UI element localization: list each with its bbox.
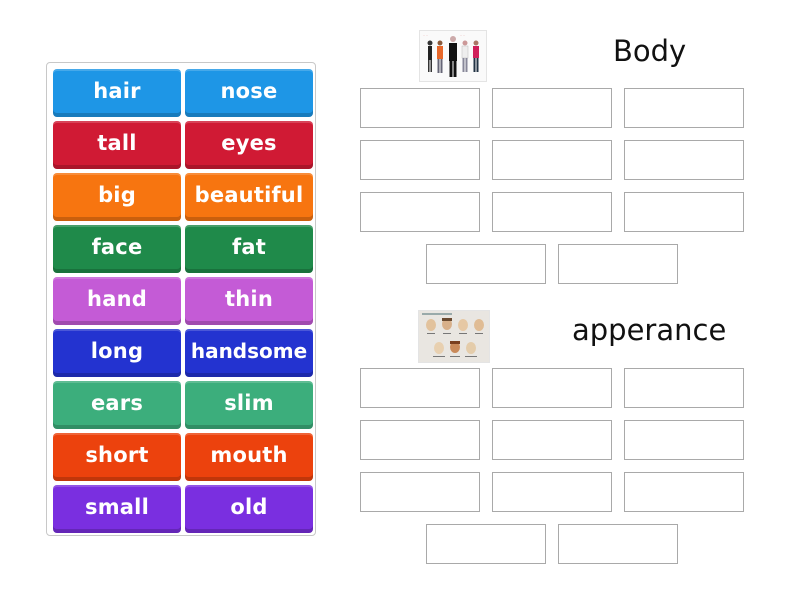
word-tile[interactable]: eyes (185, 121, 313, 169)
drop-slot[interactable] (426, 244, 546, 284)
word-tile[interactable]: thin (185, 277, 313, 325)
drop-slot[interactable] (492, 368, 612, 408)
word-tile[interactable]: hand (53, 277, 181, 325)
faces-grid-icon (422, 313, 484, 357)
tile-label: long (90, 339, 144, 363)
word-tile[interactable]: big (53, 173, 181, 221)
word-tile[interactable]: face (53, 225, 181, 273)
word-tile[interactable]: fat (185, 225, 313, 273)
word-tile[interactable]: ears (53, 381, 181, 429)
drop-slot[interactable] (360, 140, 480, 180)
word-tile[interactable]: short (53, 433, 181, 481)
word-tile[interactable]: small (53, 485, 181, 533)
tile-label: beautiful (194, 183, 304, 207)
word-tile[interactable]: slim (185, 381, 313, 429)
tile-label: thin (225, 287, 273, 311)
group-title-body: Body (613, 34, 687, 68)
tile-label: mouth (210, 443, 288, 467)
tile-label: short (85, 443, 149, 467)
drop-slot[interactable] (558, 244, 678, 284)
tile-label: ears (90, 391, 144, 415)
drop-slot[interactable] (624, 88, 744, 128)
drop-slot[interactable] (492, 472, 612, 512)
tile-label: handsome (190, 339, 308, 363)
drop-slot[interactable] (492, 140, 612, 180)
drop-slot[interactable] (624, 192, 744, 232)
tile-label: slim (224, 391, 274, 415)
tile-label: nose (220, 79, 278, 103)
word-tile[interactable]: old (185, 485, 313, 533)
word-tile[interactable]: hair (53, 69, 181, 117)
tile-label: big (98, 183, 136, 207)
tile-label: old (230, 495, 268, 519)
word-tile[interactable]: beautiful (185, 173, 313, 221)
tile-label: hand (87, 287, 147, 311)
drop-slot[interactable] (360, 88, 480, 128)
word-tile[interactable]: long (53, 329, 181, 377)
body-image: ·· ·· ·· ·· (419, 30, 487, 82)
tile-label: fat (232, 235, 266, 259)
drop-slot[interactable] (492, 420, 612, 460)
drop-slot[interactable] (558, 524, 678, 564)
word-bank: hair nose tall eyes big beautiful face f… (46, 62, 316, 536)
tile-label: hair (93, 79, 141, 103)
word-tile[interactable]: handsome (185, 329, 313, 377)
svg-text:·· ··: ·· ·· (423, 33, 428, 37)
svg-text:·· ··: ·· ·· (460, 33, 465, 37)
tile-label: tall (97, 131, 137, 155)
faces-image (418, 310, 490, 363)
drop-slot[interactable] (492, 192, 612, 232)
tile-label: eyes (221, 131, 277, 155)
people-figures-icon: ·· ·· ·· ·· (423, 33, 479, 77)
word-tile[interactable]: mouth (185, 433, 313, 481)
drop-slot[interactable] (624, 472, 744, 512)
word-tile[interactable]: tall (53, 121, 181, 169)
drop-slot[interactable] (624, 368, 744, 408)
tile-label: face (91, 235, 143, 259)
drop-slot[interactable] (360, 472, 480, 512)
word-tile[interactable]: nose (185, 69, 313, 117)
drop-slot[interactable] (492, 88, 612, 128)
drop-slot[interactable] (624, 140, 744, 180)
tile-label: small (85, 495, 149, 519)
group-title-apperance: apperance (572, 313, 727, 347)
drop-slot[interactable] (360, 192, 480, 232)
drop-slot[interactable] (624, 420, 744, 460)
drop-slot[interactable] (426, 524, 546, 564)
drop-slot[interactable] (360, 368, 480, 408)
drop-slot[interactable] (360, 420, 480, 460)
